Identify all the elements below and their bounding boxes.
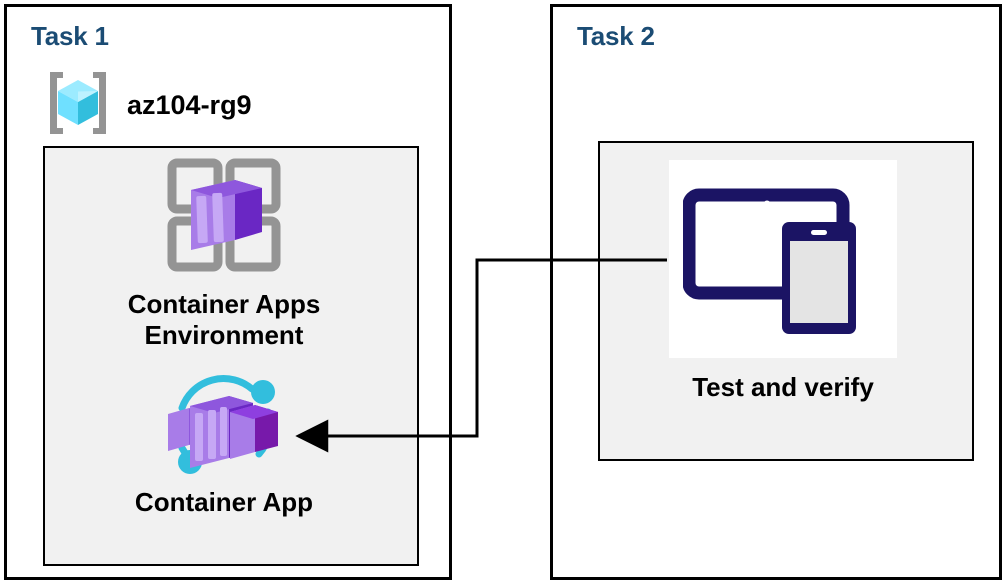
container-app-label: Container App <box>134 487 314 517</box>
container-app-icon <box>156 372 292 485</box>
resource-group-header: az104-rg9 <box>41 67 371 143</box>
task-1-title: Task 1 <box>31 21 109 51</box>
test-and-verify-label: Test and verify <box>692 372 874 402</box>
node-container-apps-environment[interactable]: Container Apps Environment <box>56 152 392 350</box>
container-apps-environment-icon <box>161 152 287 283</box>
node-test-and-verify[interactable]: Test and verify <box>613 160 953 403</box>
resource-group-icon <box>41 66 115 145</box>
container-apps-environment-label: Container Apps Environment <box>127 289 321 350</box>
node-container-app[interactable]: Container App <box>56 372 392 518</box>
task-2-title: Task 2 <box>577 21 655 51</box>
resource-group-label: az104-rg9 <box>127 89 252 120</box>
test-devices-icon <box>669 160 897 358</box>
